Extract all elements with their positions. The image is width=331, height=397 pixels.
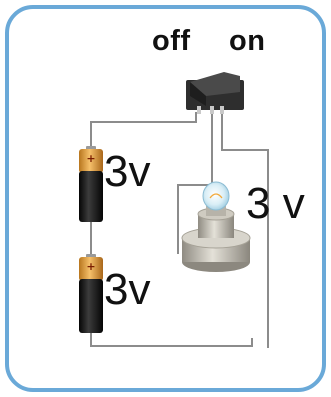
battery-1: + — [79, 146, 103, 222]
rocker-switch[interactable] — [186, 72, 244, 114]
battery-2: + — [79, 254, 103, 333]
battery-2-voltage-label: 3v — [104, 265, 151, 314]
svg-text:+: + — [86, 152, 95, 165]
circuit-wires — [90, 112, 269, 348]
bulb-voltage-label: 3 v — [246, 179, 305, 228]
switch-on-label: on — [229, 25, 266, 57]
light-bulb — [181, 181, 251, 272]
switch-off-label: off — [152, 25, 191, 57]
battery-1-voltage-label: 3v — [104, 147, 151, 196]
svg-text:+: + — [86, 260, 95, 273]
